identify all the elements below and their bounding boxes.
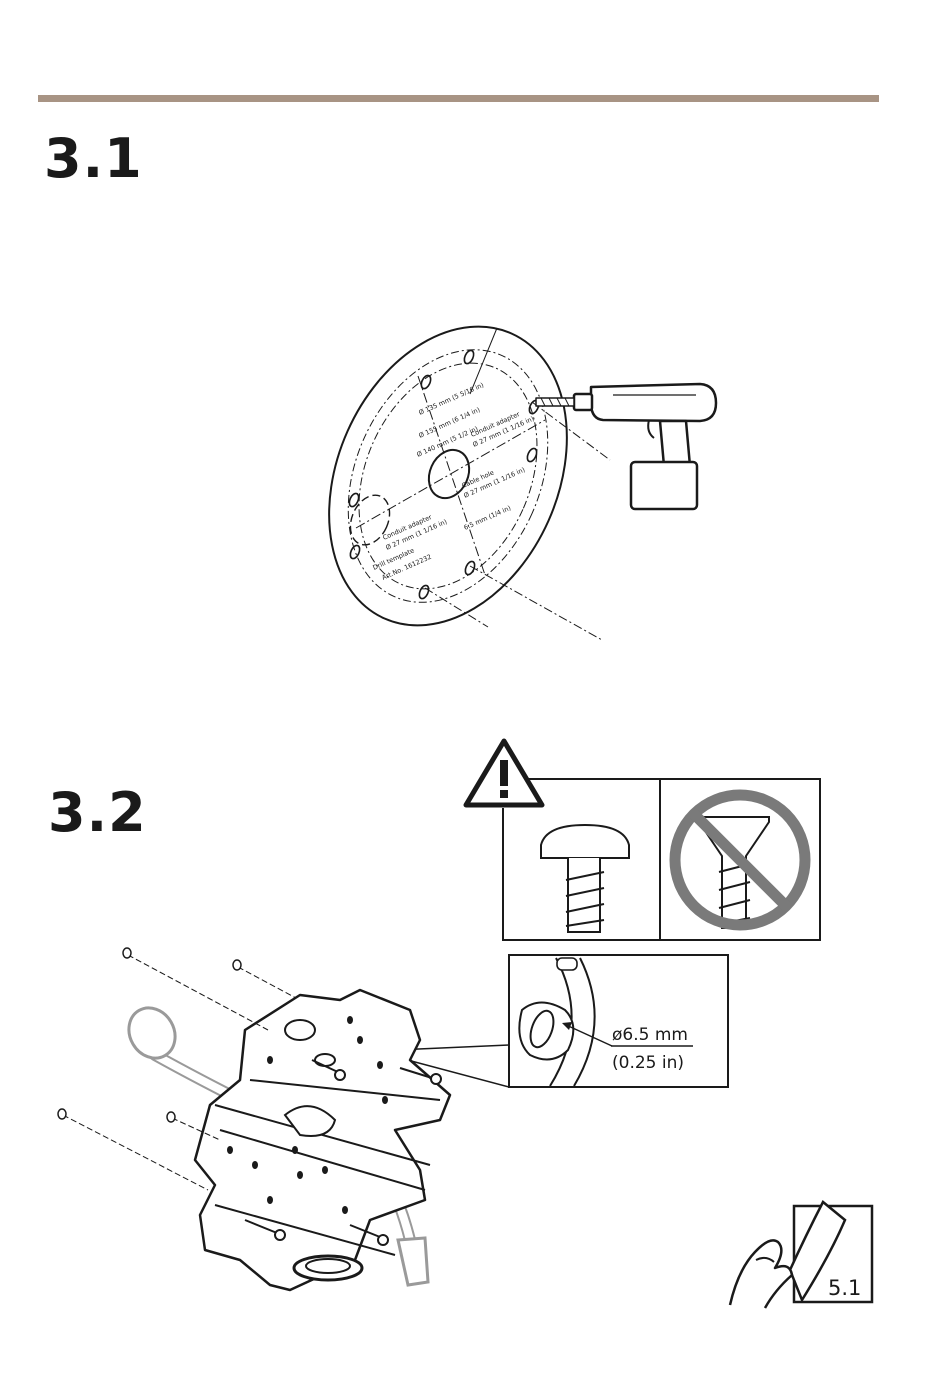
page-ref-label: 5.1 bbox=[828, 1276, 861, 1300]
callout-diameter: ø6.5 mm bbox=[612, 1025, 688, 1045]
hole-size-callout: ø6.5 mm (0.25 in) bbox=[396, 955, 728, 1087]
drill-template-illustration bbox=[284, 289, 612, 664]
pan-head-screw-icon bbox=[541, 825, 629, 932]
callout-inches: (0.25 in) bbox=[612, 1053, 684, 1073]
warning-panel bbox=[466, 741, 820, 940]
warning-triangle-icon bbox=[466, 741, 542, 805]
mounting-bracket-illustration bbox=[58, 948, 450, 1290]
page-turn-hand-icon: 5.1 bbox=[730, 1202, 872, 1308]
countersunk-screw-prohibited-icon bbox=[675, 795, 805, 928]
drill-template-disc bbox=[284, 289, 612, 664]
